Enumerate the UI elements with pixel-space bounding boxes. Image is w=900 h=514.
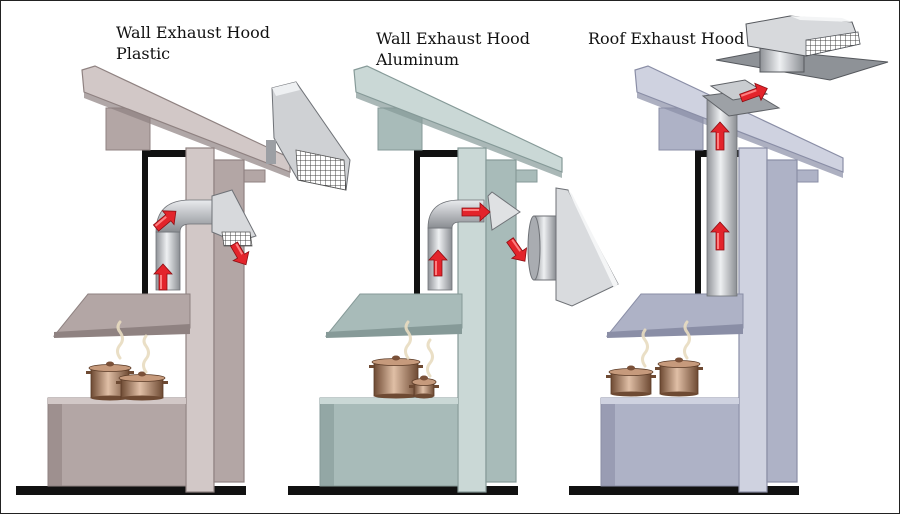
hood-grille <box>221 231 253 247</box>
airflow-arrow-icon <box>506 237 528 262</box>
range-hood-lip <box>326 324 462 338</box>
wall-edge <box>695 150 701 296</box>
vent-grille <box>805 31 861 57</box>
title-line1: Wall Exhaust Hood <box>376 29 530 48</box>
ceiling-edge <box>414 150 460 157</box>
airflow-arrow-icon <box>153 263 173 291</box>
wall-column-side <box>766 159 798 483</box>
exhaust-hood-icon <box>487 191 521 231</box>
stove-body <box>47 397 187 487</box>
stove-side-shade <box>320 404 334 486</box>
cooking-pot-icon <box>655 357 703 397</box>
title-line1: Roof Exhaust Hood <box>588 29 745 48</box>
roof-beam-shadow <box>356 92 562 178</box>
stove-top <box>48 398 186 404</box>
wall-edge <box>142 150 148 296</box>
stove-side-shade <box>48 404 62 486</box>
wall-edge <box>414 150 420 296</box>
steam <box>426 338 434 378</box>
cooking-pot-icon <box>409 375 439 399</box>
roof-vent-icon <box>715 15 889 81</box>
vent-hood-highlight <box>790 16 852 22</box>
floor <box>569 486 799 495</box>
duct-elbow <box>427 199 485 229</box>
floor <box>16 486 246 495</box>
title-line1: Wall Exhaust Hood <box>116 23 270 42</box>
range-hood-lip <box>54 324 190 338</box>
panel-2 <box>288 65 619 495</box>
steam <box>404 320 412 360</box>
steam <box>683 320 691 360</box>
steam <box>142 334 150 374</box>
airflow-arrow-icon <box>710 221 730 251</box>
floor <box>288 486 518 495</box>
wall-column-front <box>738 147 768 493</box>
airflow-arrow-icon <box>710 121 730 151</box>
stove-side-shade <box>601 404 615 486</box>
cooking-pot-icon <box>606 365 656 397</box>
airflow-arrow-icon <box>229 241 250 266</box>
exhaust-hood-icon <box>527 187 619 307</box>
panel-title-aluminum: Wall Exhaust Hood Aluminum <box>376 28 530 70</box>
title-line2: Aluminum <box>376 50 460 69</box>
airflow-arrow-icon <box>739 82 768 103</box>
airflow-arrow-icon <box>461 202 491 222</box>
roof-beam <box>634 65 844 173</box>
panel-1 <box>16 65 351 495</box>
exhaust-hood-icon <box>266 81 351 191</box>
cooking-pot-icon <box>369 355 423 399</box>
stove-top <box>601 398 739 404</box>
roof-beam-shadow <box>637 92 843 178</box>
airflow-arrow-icon <box>152 210 177 232</box>
stove-body <box>319 397 459 487</box>
steam <box>116 320 124 360</box>
airflow-arrow-icon <box>428 249 448 277</box>
steam <box>641 328 649 368</box>
stove-top <box>320 398 458 404</box>
range-hood-lip <box>607 324 743 338</box>
ceiling-edge <box>142 150 188 157</box>
cooking-pot-icon <box>116 371 168 401</box>
panel-title-roof: Roof Exhaust Hood <box>588 28 744 49</box>
roof-beam-shadow <box>84 92 290 178</box>
roof-beam <box>353 65 563 173</box>
panel-3 <box>569 65 844 495</box>
stove-body <box>600 397 740 487</box>
title-line2: Plastic <box>116 44 171 63</box>
panel-title-plastic: Wall Exhaust Hood Plastic <box>116 22 270 64</box>
